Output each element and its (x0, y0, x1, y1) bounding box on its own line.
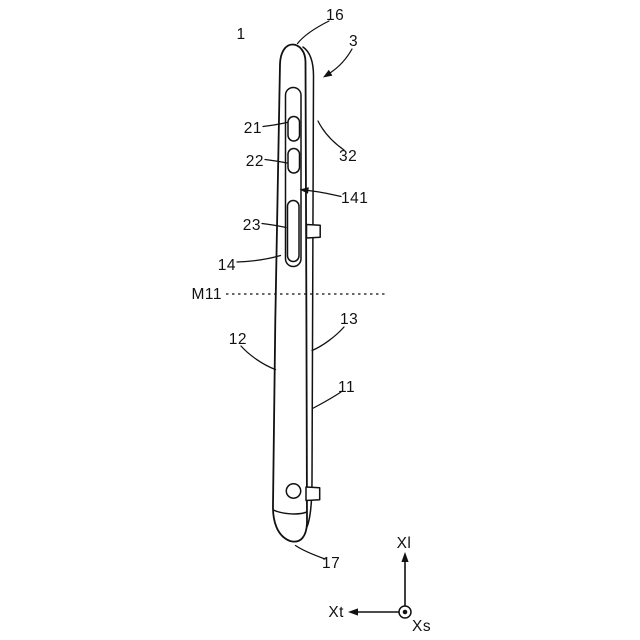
leader-12 (240, 345, 277, 371)
axis-horizontal-arrowhead (348, 608, 358, 616)
axis-vertical-arrowhead (401, 552, 409, 562)
leader-3 (329, 48, 353, 74)
leader-13 (311, 326, 345, 352)
leader-16 (296, 20, 330, 45)
side-key-panel (284, 86, 302, 268)
mount-tab-lower (305, 486, 321, 502)
elongated-button (286, 199, 300, 263)
reference-labels: 1 16 3 21 22 32 141 23 14 M11 13 12 11 1… (191, 7, 368, 572)
leader-22 (264, 158, 288, 164)
label-12: 12 (229, 331, 247, 348)
bottom-seam (272, 509, 308, 515)
leader-lines (236, 20, 353, 560)
label-3: 3 (349, 33, 358, 50)
label-13: 13 (340, 311, 358, 328)
label-17: 17 (322, 555, 340, 572)
back-cover-edge (302, 46, 315, 529)
label-21: 21 (244, 120, 262, 137)
leader-32 (317, 120, 345, 151)
leader-141 (307, 189, 342, 198)
leader-11 (311, 391, 342, 410)
middle-button (287, 147, 301, 174)
label-32: 32 (339, 148, 357, 165)
label-11: 11 (338, 379, 355, 396)
label-m11: M11 (191, 286, 222, 303)
label-141: 141 (341, 190, 368, 207)
label-16: 16 (326, 7, 344, 24)
mount-tab-upper (305, 223, 321, 239)
arrowhead-3 (323, 69, 333, 78)
leader-21 (262, 121, 288, 128)
label-14: 14 (218, 257, 236, 274)
leader-17 (294, 544, 326, 560)
axis-label-horizontal: Xt (328, 604, 344, 621)
axis-origin-dot (402, 609, 408, 615)
axis-label-out-of-plane: Xs (412, 618, 431, 635)
bottom-hole (285, 483, 302, 499)
label-23: 23 (243, 217, 261, 234)
coordinate-axes: Xl Xt Xs (328, 535, 431, 635)
leader-23 (261, 222, 287, 229)
label-22: 22 (246, 153, 264, 170)
device-body-outline (272, 43, 308, 543)
axis-label-vertical: Xl (397, 535, 412, 552)
leader-14 (236, 254, 282, 263)
upper-button (287, 115, 301, 142)
arrowhead-141 (299, 187, 309, 194)
device-drawing (272, 43, 321, 543)
label-1: 1 (236, 26, 245, 43)
